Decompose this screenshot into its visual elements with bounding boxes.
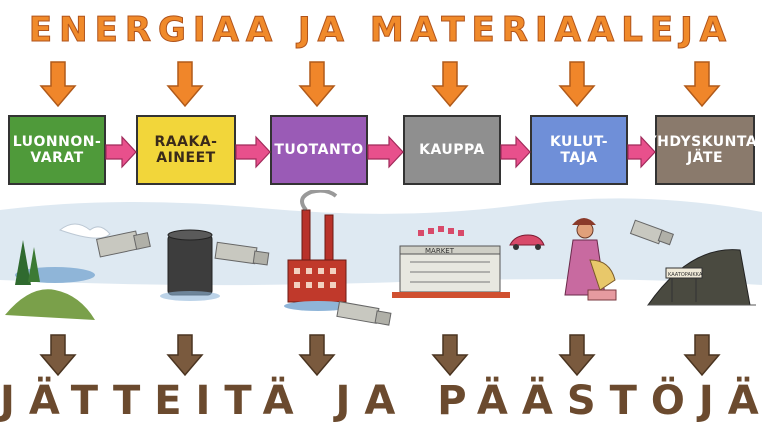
raw-material-barrel [160, 229, 220, 301]
process-illustration: MARKET KAATOPAIKKA [0, 190, 762, 326]
flow-arrow-2 [235, 135, 271, 169]
input-arrow-5 [558, 61, 596, 108]
consumer-figure [564, 218, 617, 301]
nature-scene [5, 223, 111, 320]
stage-raw-materials: RAAKA-AINEET [136, 115, 236, 185]
truck-1 [95, 230, 151, 258]
input-arrow-2 [166, 61, 204, 108]
flow-arrow-4 [500, 135, 531, 169]
output-arrow-3 [298, 334, 336, 377]
landfill: KAATOPAIKKA [647, 249, 756, 306]
flow-arrows [105, 135, 656, 169]
factory [284, 190, 352, 311]
input-arrow-6 [683, 61, 721, 108]
truck-3 [336, 301, 392, 326]
output-arrow-2 [166, 334, 204, 377]
output-arrows [39, 334, 721, 377]
stage-consumer: KULUT-TAJA [530, 115, 628, 185]
stage-municipal-waste: YHDYSKUNTA-JÄTE [647, 115, 762, 185]
stage-production: TUOTANTO [270, 115, 368, 185]
flow-arrow-1 [105, 135, 137, 169]
flow-arrow-5 [627, 135, 656, 169]
input-arrow-4 [431, 61, 469, 108]
market-building: MARKET [392, 226, 510, 298]
truck-2 [214, 241, 270, 266]
output-arrow-4 [431, 334, 469, 377]
output-arrow-1 [39, 334, 77, 377]
output-arrow-5 [558, 334, 596, 377]
input-arrows [39, 61, 721, 108]
market-sign: MARKET [425, 247, 455, 255]
header-title: ENERGIAA JA MATERIAALEJA [28, 10, 734, 51]
flow-arrow-3 [367, 135, 404, 169]
stage-trade: KAUPPA [403, 115, 501, 185]
output-arrow-6 [683, 334, 721, 377]
input-arrow-1 [39, 61, 77, 108]
car [509, 234, 545, 250]
stage-natural-resources: LUONNON-VARAT [8, 115, 106, 185]
footer-title: JÄTTEITÄ JA PÄÄSTÖJÄ [0, 378, 762, 424]
input-arrow-3 [298, 61, 336, 108]
truck-4 [629, 219, 674, 246]
landfill-sign: KAATOPAIKKA [668, 272, 703, 278]
